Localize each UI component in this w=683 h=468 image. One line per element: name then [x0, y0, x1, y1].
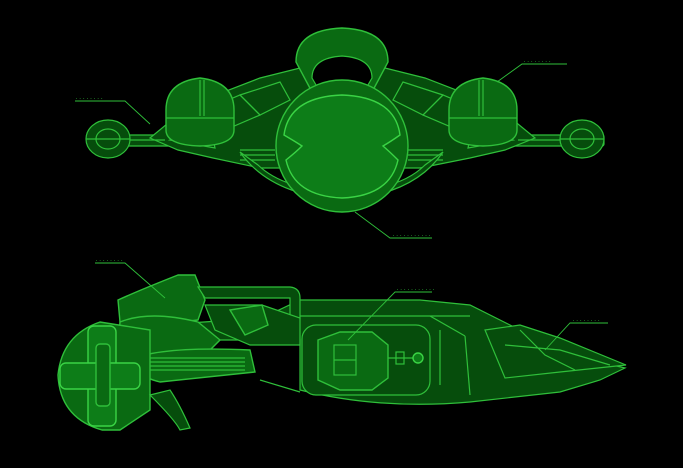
top-left-engine-pod [165, 77, 235, 147]
side-engine-bay [301, 324, 431, 396]
side-intake-ribs [150, 357, 245, 371]
side-ventral-fin [148, 389, 191, 431]
top-callout-left-label: ........ [75, 95, 104, 101]
side-callout-right-label: ........ [572, 317, 601, 323]
top-callout-bottom: ........... [354, 211, 432, 239]
side-hull-panels [259, 315, 471, 396]
top-central-dish-core [283, 94, 401, 199]
top-right-engine-pod [448, 77, 518, 147]
top-callout-bottom-label: ........... [392, 232, 432, 238]
side-callout-top-left: ........ [95, 257, 166, 299]
side-callout-top-left-label: ........ [95, 257, 124, 263]
side-view: ........ ........... ........ [57, 257, 627, 431]
side-mid-module-top [228, 304, 269, 336]
side-rear-dish [57, 321, 151, 431]
top-view: ........ ........ ........... [75, 27, 605, 239]
side-callout-center: ........... [347, 286, 436, 341]
side-callout-right: ........ [544, 317, 608, 351]
side-callout-center-label: ........... [396, 286, 436, 292]
top-right-wingtip-pod [559, 119, 605, 159]
side-nose-cone [484, 324, 627, 379]
side-nose-detail [504, 329, 611, 371]
top-callout-right-label: ........ [523, 58, 552, 64]
top-left-wingtip-pod [85, 119, 131, 159]
top-callout-right: ........ [496, 58, 567, 83]
side-dorsal-conduit [196, 286, 301, 319]
top-callout-left: ........ [75, 95, 151, 125]
